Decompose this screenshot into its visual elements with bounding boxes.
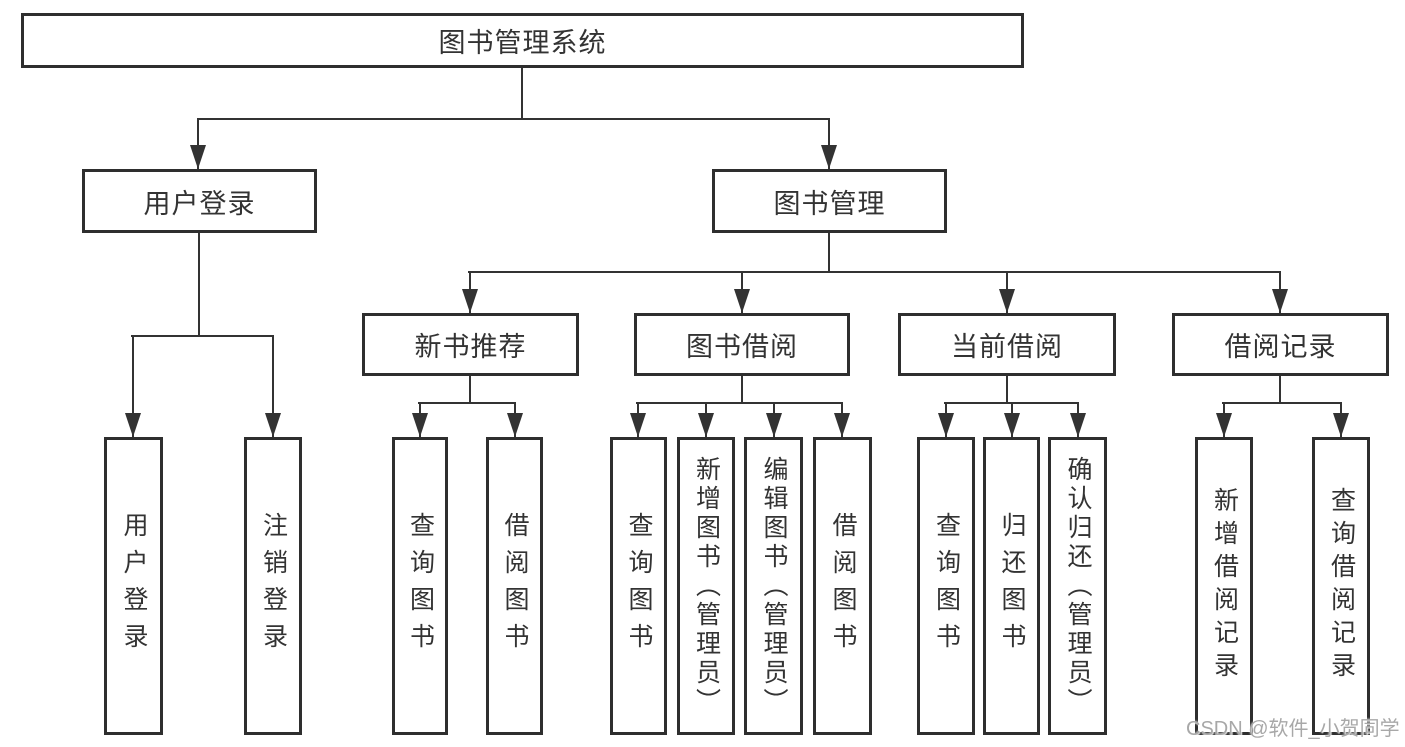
leaf-user-login: 用户登录	[104, 437, 163, 735]
arrow-down-icon	[766, 413, 782, 437]
connector-line-vertical	[197, 119, 199, 169]
node-section-label: 图书借阅	[686, 332, 798, 362]
connector-line-horizontal	[468, 271, 1281, 273]
arrow-down-icon	[1070, 413, 1086, 437]
leaf-label: 查询图书	[406, 512, 435, 660]
connector-line-vertical	[198, 233, 200, 337]
leaf-edit-book-admin: 编辑图书（管理员）	[744, 437, 803, 735]
leaf-label: 查询图书	[932, 512, 961, 660]
leaf-borrow-book: 借阅图书	[813, 437, 872, 735]
connector-line-vertical	[828, 119, 830, 169]
leaf-label: 查询借阅记录	[1327, 487, 1356, 685]
arrow-down-icon	[412, 413, 428, 437]
leaf-query-book-borrow: 查询图书	[610, 437, 667, 735]
connector-line-vertical	[1279, 376, 1281, 404]
node-branch-book-management: 图书管理	[712, 169, 947, 233]
arrow-down-icon	[698, 413, 714, 437]
connector-line-horizontal	[1222, 402, 1342, 404]
leaf-label: 归还图书	[998, 512, 1026, 660]
connector-line-vertical	[469, 376, 471, 404]
node-section-label: 当前借阅	[951, 332, 1063, 362]
connector-line-vertical	[521, 68, 523, 119]
node-section-label: 借阅记录	[1224, 332, 1337, 362]
csdn-watermark: CSDN @软件_小贺同学	[1186, 718, 1400, 740]
leaf-query-book-recommend: 查询图书	[392, 437, 448, 735]
arrow-down-icon	[1333, 413, 1349, 437]
arrow-down-icon	[190, 145, 206, 169]
leaf-confirm-return-admin: 确认归还（管理员）	[1048, 437, 1107, 735]
leaf-label: 编辑图书（管理员）	[760, 455, 788, 717]
arrow-down-icon	[1004, 413, 1020, 437]
arrow-down-icon	[821, 145, 837, 169]
leaf-label: 注销登录	[259, 512, 288, 660]
connector-line-vertical	[1006, 376, 1008, 404]
arrow-down-icon	[265, 413, 281, 437]
leaf-label: 查询图书	[625, 512, 653, 660]
leaf-label: 新增图书（管理员）	[692, 455, 721, 717]
connector-line-horizontal	[636, 402, 843, 404]
leaf-return-book: 归还图书	[983, 437, 1040, 735]
connector-line-horizontal	[197, 118, 830, 120]
leaf-logout: 注销登录	[244, 437, 302, 735]
leaf-add-borrow-record: 新增借阅记录	[1195, 437, 1253, 735]
node-root: 图书管理系统	[21, 13, 1024, 68]
connector-line-vertical	[272, 336, 274, 437]
node-branch-label: 图书管理	[773, 188, 886, 219]
leaf-label: 借阅图书	[829, 512, 857, 660]
arrow-down-icon	[938, 413, 954, 437]
arrow-down-icon	[630, 413, 646, 437]
leaf-label: 用户登录	[120, 512, 148, 660]
connector-line-vertical	[741, 376, 743, 404]
leaf-query-book-current: 查询图书	[917, 437, 975, 735]
node-branch-user-login: 用户登录	[82, 169, 317, 233]
arrow-down-icon	[1216, 413, 1232, 437]
node-section-borrow-record: 借阅记录	[1172, 313, 1389, 376]
arrow-down-icon	[834, 413, 850, 437]
connector-line-vertical	[132, 336, 134, 437]
leaf-borrow-book-recommend: 借阅图书	[486, 437, 543, 735]
connector-line-horizontal	[418, 402, 516, 404]
leaf-add-book-admin: 新增图书（管理员）	[677, 437, 735, 735]
leaf-label: 借阅图书	[501, 512, 529, 660]
arrow-down-icon	[1272, 289, 1288, 313]
arrow-down-icon	[462, 289, 478, 313]
node-section-new-book-recommend: 新书推荐	[362, 313, 579, 376]
node-section-book-borrow: 图书借阅	[634, 313, 850, 376]
node-branch-label: 用户登录	[143, 188, 256, 219]
connector-line-horizontal	[131, 335, 274, 337]
leaf-label: 新增借阅记录	[1210, 487, 1239, 685]
leaf-label: 确认归还（管理员）	[1064, 455, 1092, 717]
node-root-label: 图书管理系统	[438, 28, 607, 58]
arrow-down-icon	[999, 289, 1015, 313]
arrow-down-icon	[125, 413, 141, 437]
node-section-current-borrow: 当前借阅	[898, 313, 1116, 376]
leaf-query-borrow-record: 查询借阅记录	[1312, 437, 1370, 735]
node-section-label: 新书推荐	[414, 332, 527, 362]
arrow-down-icon	[734, 289, 750, 313]
connector-line-vertical	[828, 233, 830, 273]
arrow-down-icon	[507, 413, 523, 437]
